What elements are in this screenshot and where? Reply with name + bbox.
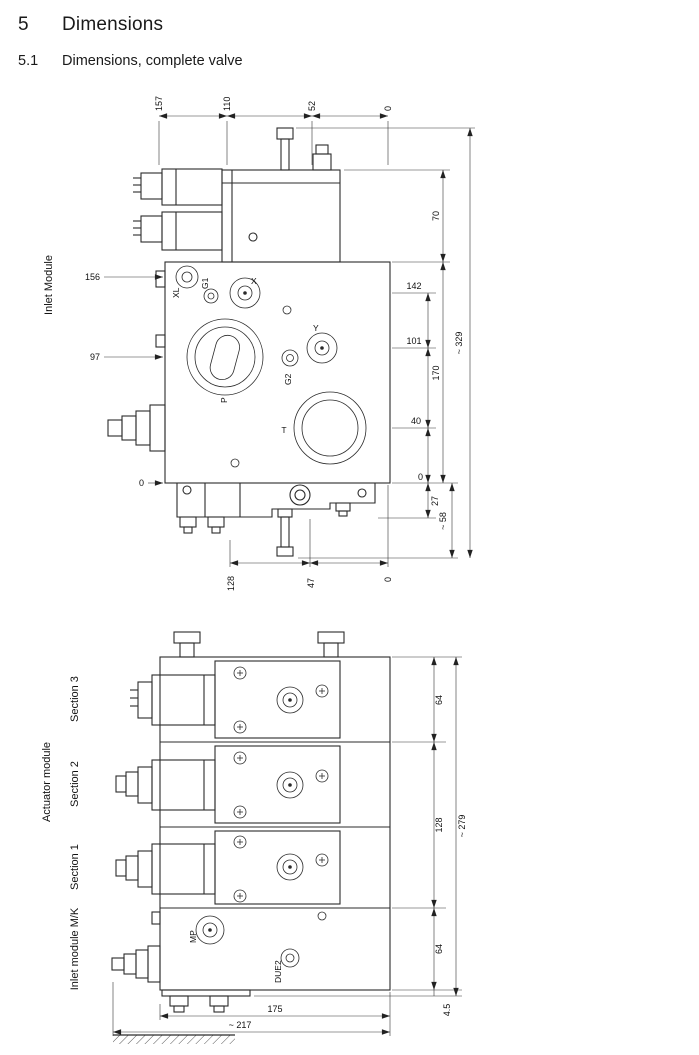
subsection-number: 5.1 bbox=[18, 53, 39, 69]
port-label-p: P bbox=[219, 397, 229, 403]
dim-right-27: 27 bbox=[430, 496, 440, 506]
dim-right-40: 40 bbox=[411, 416, 421, 426]
section-number: 5 bbox=[18, 14, 29, 35]
inlet-dimension-lines bbox=[104, 113, 475, 567]
dim-right-64-top: 64 bbox=[434, 695, 444, 705]
mounting-surface-hatch bbox=[113, 1034, 235, 1044]
dim-bottom-128: 128 bbox=[226, 576, 236, 591]
port-label-due2: DUE2 bbox=[273, 960, 283, 983]
dim-right-0: 0 bbox=[418, 472, 423, 482]
port-label-g2: G2 bbox=[283, 373, 293, 385]
actuator-module-drawing: Actuator module Section 3 Section 2 Sect… bbox=[41, 631, 467, 1044]
port-label-g1: G1 bbox=[200, 277, 210, 289]
dim-right-170: 170 bbox=[431, 365, 441, 380]
dim-bottom-175: 175 bbox=[267, 1004, 282, 1014]
dim-right-70: 70 bbox=[431, 211, 441, 221]
dim-right-329: ~ 329 bbox=[454, 332, 464, 355]
dim-right-4-5: 4.5 bbox=[442, 1004, 452, 1017]
dim-right-58: ~ 58 bbox=[438, 512, 448, 530]
dim-top-52: 52 bbox=[307, 101, 317, 111]
dim-left-156: 156 bbox=[85, 272, 100, 282]
port-label-xl: XL bbox=[171, 287, 181, 298]
dim-right-279: ~ 279 bbox=[457, 815, 467, 838]
inlet-module-drawing: Inlet Module 157 110 52 0 156 97 0 142 1… bbox=[43, 96, 475, 591]
dim-left-0: 0 bbox=[139, 478, 144, 488]
inlet-module-side-label: Inlet Module bbox=[43, 255, 55, 315]
dim-right-128: 128 bbox=[434, 817, 444, 832]
port-label-x: X bbox=[251, 276, 257, 286]
dim-right-101: 101 bbox=[406, 336, 421, 346]
actuator-ports bbox=[195, 666, 329, 968]
port-label-y: Y bbox=[313, 323, 319, 333]
actuator-dimension-lines bbox=[112, 656, 462, 1036]
dim-bottom-0: 0 bbox=[383, 577, 393, 582]
subsection-title: Dimensions, complete valve bbox=[62, 53, 243, 69]
section-heading: 5 Dimensions bbox=[18, 14, 699, 36]
subsection-heading: 5.1 Dimensions, complete valve bbox=[18, 53, 699, 70]
actuator-module-side-label: Actuator module bbox=[41, 742, 53, 822]
inlet-labels: Inlet Module 157 110 52 0 156 97 0 142 1… bbox=[43, 96, 464, 591]
dim-right-142: 142 bbox=[406, 281, 421, 291]
port-label-t: T bbox=[281, 425, 286, 435]
section-1-label: Section 1 bbox=[69, 844, 81, 890]
section-2-label: Section 2 bbox=[69, 761, 81, 807]
dim-top-110: 110 bbox=[222, 97, 232, 111]
actuator-valve-body bbox=[111, 631, 391, 1013]
dim-bottom-217: ~ 217 bbox=[229, 1020, 252, 1030]
page-header: 5 Dimensions 5.1 Dimensions, complete va… bbox=[0, 0, 699, 85]
inlet-valve-body bbox=[107, 127, 391, 557]
port-label-mp: MP bbox=[188, 930, 198, 943]
inlet-module-mk-label: Inlet module M/K bbox=[69, 907, 81, 990]
dim-left-97: 97 bbox=[90, 352, 100, 362]
dim-top-0: 0 bbox=[383, 106, 393, 111]
inlet-ports bbox=[175, 265, 367, 468]
section-title: Dimensions bbox=[62, 14, 164, 35]
section-3-label: Section 3 bbox=[69, 676, 81, 722]
dim-top-157: 157 bbox=[154, 96, 164, 111]
actuator-labels: Actuator module Section 3 Section 2 Sect… bbox=[41, 676, 467, 1030]
dim-bottom-47: 47 bbox=[306, 578, 316, 588]
dim-right-64-bottom: 64 bbox=[434, 944, 444, 954]
